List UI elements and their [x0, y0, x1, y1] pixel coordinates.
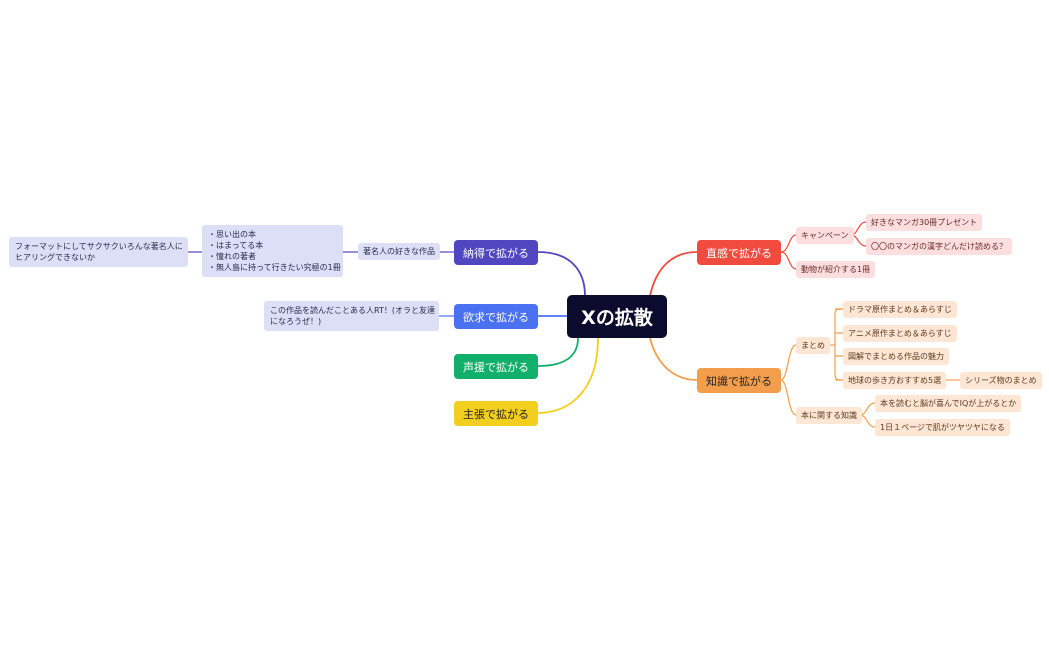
- yokkyu-note[interactable]: この作品を読んだことある人RT！(オラと友達 になろうぜ！): [264, 301, 439, 331]
- chokkan-campaign-label: キャンペーン: [801, 231, 849, 240]
- topic-chishiki-label: 知識で拡がる: [706, 374, 772, 388]
- nattoku-list[interactable]: ・思い出の本 ・はまってる本 ・憧れの著者 ・無人島に持って行きたい究極の1冊: [202, 225, 343, 277]
- connector-chokkan: [649, 251, 698, 297]
- campaign-item-label: 〇〇のマンガの漢字どんだけ読める？: [871, 242, 1007, 251]
- matome-item-label: ドラマ原作まとめ＆あらすじ: [848, 305, 952, 314]
- knowledge-item-label: 1日１ページで肌がツヤツヤになる: [880, 423, 1005, 432]
- chokkan-animal-label: 動物が紹介する1冊: [801, 265, 871, 274]
- nattoku-list-item: ・思い出の本: [208, 230, 256, 239]
- topic-yokkyu[interactable]: 欲求で拡がる: [454, 304, 538, 329]
- topic-nattoku-label: 納得で拡がる: [463, 246, 529, 260]
- series-item[interactable]: シリーズ物のまとめ: [960, 372, 1042, 389]
- connector-matome-trunk-top: [834, 308, 844, 315]
- center-topic[interactable]: Xの拡散: [567, 295, 667, 338]
- nattoku-list-item: ・はまってる本: [208, 241, 264, 250]
- matome-item[interactable]: 地球の歩き方おすすめ5選: [843, 372, 947, 389]
- connector-seien: [537, 337, 579, 367]
- topic-shucho-label: 主張で拡がる: [463, 407, 529, 421]
- chishiki-knowledge[interactable]: 本に関する知識: [796, 407, 862, 424]
- matome-item[interactable]: ドラマ原作まとめ＆あらすじ: [843, 301, 957, 318]
- nattoku-note-line: フォーマットにしてサクサクいろんな著名人に: [15, 242, 183, 251]
- chishiki-matome-label: まとめ: [801, 341, 825, 350]
- chokkan-animal[interactable]: 動物が紹介する1冊: [796, 261, 876, 278]
- connector-nattoku: [537, 251, 586, 297]
- knowledge-item-label: 本を読むと脳が喜んでIQが上がるとか: [880, 399, 1017, 408]
- nattoku-list-item: ・憧れの著者: [208, 252, 256, 261]
- matome-item-label: アニメ原作まとめ＆あらすじ: [848, 329, 952, 338]
- connector-shucho: [537, 337, 599, 414]
- chishiki-knowledge-label: 本に関する知識: [801, 411, 857, 420]
- matome-item[interactable]: アニメ原作まとめ＆あらすじ: [843, 325, 957, 342]
- matome-item-label: 図解でまとめる作品の魅力: [848, 352, 944, 361]
- chokkan-campaign[interactable]: キャンペーン: [796, 227, 854, 244]
- topic-seien-label: 声援で拡がる: [463, 360, 529, 374]
- topic-chishiki[interactable]: 知識で拡がる: [697, 368, 781, 393]
- nattoku-child-label: 著名人の好きな作品: [363, 247, 435, 256]
- connector-chokkan-campaign: [780, 234, 797, 253]
- matome-item-label: 地球の歩き方おすすめ5選: [848, 376, 942, 385]
- connector-chishiki: [649, 337, 698, 381]
- matome-item[interactable]: 図解でまとめる作品の魅力: [843, 348, 949, 365]
- series-item-label: シリーズ物のまとめ: [965, 376, 1037, 385]
- connector-chishiki-knowledge: [780, 379, 797, 416]
- connector-knowledge-item2: [859, 414, 876, 428]
- connector-chishiki-matome: [780, 344, 797, 381]
- topic-shucho[interactable]: 主張で拡がる: [454, 401, 538, 426]
- topic-yokkyu-label: 欲求で拡がる: [463, 310, 529, 324]
- nattoku-note-line: ヒアリングできないか: [15, 253, 95, 262]
- nattoku-list-item: ・無人島に持って行きたい究極の1冊: [208, 263, 341, 272]
- topic-chokkan-label: 直感で拡がる: [706, 246, 772, 260]
- nattoku-note[interactable]: フォーマットにしてサクサクいろんな著名人に ヒアリングできないか: [9, 237, 188, 267]
- campaign-item[interactable]: 〇〇のマンガの漢字どんだけ読める？: [866, 238, 1012, 255]
- knowledge-item[interactable]: 本を読むと脳が喜んでIQが上がるとか: [875, 395, 1022, 412]
- topic-seien[interactable]: 声援で拡がる: [454, 354, 538, 379]
- connector-matome-items: [835, 308, 843, 381]
- nattoku-child[interactable]: 著名人の好きな作品: [358, 243, 440, 260]
- campaign-item[interactable]: 好きなマンガ30冊プレゼント: [866, 214, 983, 231]
- connector-matome-trunk-bottom: [834, 373, 844, 381]
- chishiki-matome[interactable]: まとめ: [796, 337, 830, 354]
- yokkyu-note-line: になろうぜ！): [270, 317, 322, 326]
- topic-nattoku[interactable]: 納得で拡がる: [454, 240, 538, 265]
- campaign-item-label: 好きなマンガ30冊プレゼント: [871, 218, 978, 227]
- center-topic-label: Xの拡散: [581, 307, 653, 329]
- yokkyu-note-line: この作品を読んだことある人RT！(オラと友達: [270, 306, 435, 315]
- topic-chokkan[interactable]: 直感で拡がる: [697, 240, 781, 265]
- knowledge-item[interactable]: 1日１ページで肌がツヤツヤになる: [875, 419, 1010, 436]
- connector-knowledge-item1: [859, 402, 876, 416]
- connector-chokkan-animal: [780, 251, 797, 270]
